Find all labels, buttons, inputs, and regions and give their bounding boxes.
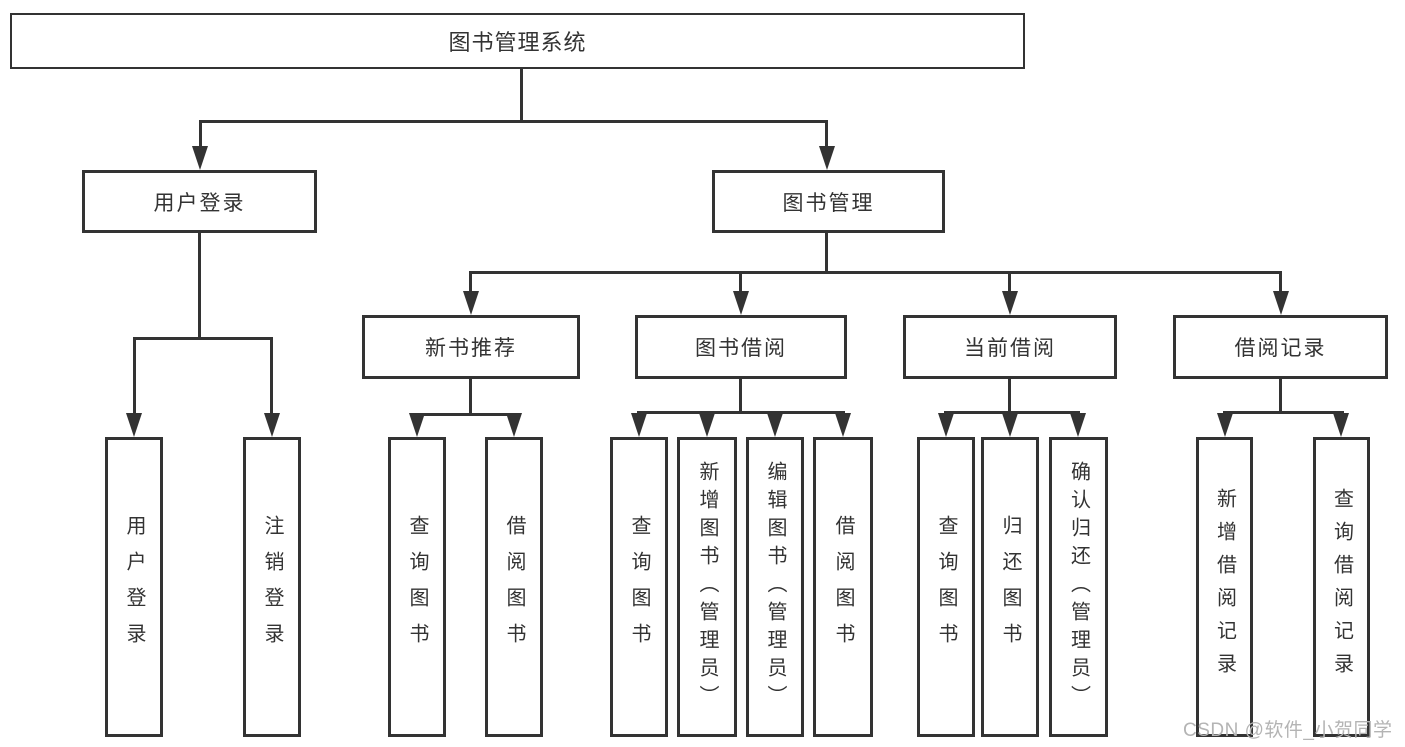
connector-line (1279, 271, 1282, 295)
connector-line (133, 337, 136, 417)
connector-line (133, 337, 273, 340)
connector-line (469, 271, 472, 295)
arrowhead-down-icon (819, 146, 835, 170)
node-library-management-system: 图书管理系统 (10, 13, 1025, 69)
leaf-label: 查询图书 (406, 515, 428, 659)
node-book-management: 图书管理 (712, 170, 945, 233)
leaf-label: 归还图书 (999, 515, 1021, 659)
node-new-book-recommend: 新书推荐 (362, 315, 580, 379)
arrowhead-down-icon (126, 413, 142, 437)
arrowhead-down-icon (733, 291, 749, 315)
leaf-query-books-borrowing: 查询图书 (610, 437, 668, 737)
leaf-label: 新增借阅记录 (1213, 488, 1236, 686)
leaf-label: 查询图书 (935, 515, 957, 659)
arrowhead-down-icon (1273, 291, 1289, 315)
node-book-borrowing: 图书借阅 (635, 315, 847, 379)
leaf-return-books: 归还图书 (981, 437, 1039, 737)
arrowhead-down-icon (938, 413, 954, 437)
leaf-query-books-current: 查询图书 (917, 437, 975, 737)
node-label: 新书推荐 (425, 337, 517, 360)
connector-line (199, 120, 202, 148)
leaf-query-borrow-record: 查询借阅记录 (1313, 437, 1370, 737)
node-label: 图书借阅 (695, 337, 787, 360)
node-label: 图书管理 (782, 191, 875, 215)
connector-line (944, 411, 1080, 414)
leaf-confirm-return-admin: 确认归还（管理员） (1049, 437, 1108, 737)
csdn-watermark: CSDN @软件_小贺同学 (1183, 720, 1393, 741)
connector-line (1008, 379, 1011, 414)
leaf-label: 注销登录 (261, 515, 283, 659)
leaf-user-login: 用户登录 (105, 437, 163, 737)
leaf-label: 编辑图书（管理员） (764, 461, 786, 713)
leaf-label: 借阅图书 (832, 515, 854, 659)
arrowhead-down-icon (631, 413, 647, 437)
node-current-borrowing: 当前借阅 (903, 315, 1117, 379)
leaf-borrow-books: 借阅图书 (813, 437, 873, 737)
arrowhead-down-icon (1333, 413, 1349, 437)
leaf-label: 查询借阅记录 (1330, 488, 1353, 686)
connector-line (739, 379, 742, 414)
arrowhead-down-icon (463, 291, 479, 315)
connector-line (198, 233, 201, 337)
connector-line (469, 379, 472, 416)
arrowhead-down-icon (1217, 413, 1233, 437)
arrowhead-down-icon (699, 413, 715, 437)
node-label: 图书管理系统 (448, 30, 587, 55)
connector-line (270, 337, 273, 417)
leaf-query-books-recommend: 查询图书 (388, 437, 446, 737)
arrowhead-down-icon (1070, 413, 1086, 437)
arrowhead-down-icon (767, 413, 783, 437)
node-label: 当前借阅 (964, 337, 1056, 360)
leaf-add-books-admin: 新增图书（管理员） (677, 437, 737, 737)
node-borrowing-records: 借阅记录 (1173, 315, 1388, 379)
leaf-label: 用户登录 (123, 515, 145, 659)
leaf-label: 确认归还（管理员） (1067, 461, 1090, 713)
node-label: 用户登录 (153, 191, 246, 215)
connector-line (1279, 379, 1282, 414)
connector-line (1008, 271, 1011, 295)
leaf-edit-books-admin: 编辑图书（管理员） (746, 437, 804, 737)
connector-line (637, 411, 845, 414)
arrowhead-down-icon (1002, 291, 1018, 315)
connector-line (825, 120, 828, 148)
connector-line (1223, 411, 1344, 414)
arrowhead-down-icon (409, 413, 425, 437)
leaf-label: 查询图书 (628, 515, 650, 659)
arrowhead-down-icon (506, 413, 522, 437)
node-label: 借阅记录 (1234, 337, 1327, 360)
connector-line (199, 120, 828, 123)
connector-line (415, 413, 516, 416)
connector-line (520, 68, 523, 120)
arrowhead-down-icon (192, 146, 208, 170)
leaf-borrow-books-recommend: 借阅图书 (485, 437, 543, 737)
arrowhead-down-icon (1002, 413, 1018, 437)
arrowhead-down-icon (264, 413, 280, 437)
node-user-login: 用户登录 (82, 170, 317, 233)
leaf-label: 借阅图书 (503, 515, 525, 659)
leaf-label: 新增图书（管理员） (696, 461, 718, 713)
leaf-logout: 注销登录 (243, 437, 301, 737)
arrowhead-down-icon (835, 413, 851, 437)
connector-line (739, 271, 742, 295)
connector-line (470, 271, 1281, 274)
connector-line (825, 233, 828, 274)
leaf-add-borrow-record: 新增借阅记录 (1196, 437, 1253, 737)
